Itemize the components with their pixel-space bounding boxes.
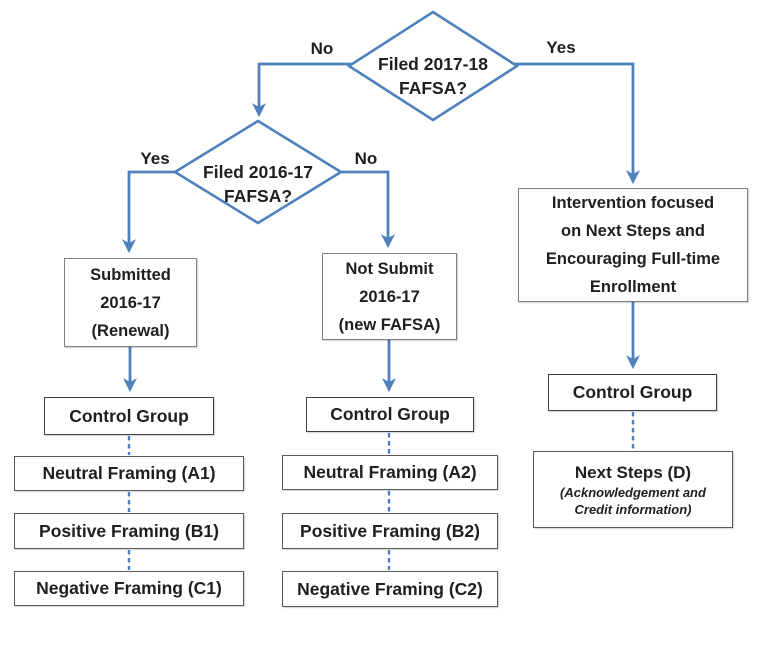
node-positive-framing-b2: Positive Framing (B2) bbox=[282, 513, 498, 549]
decision-2016-17-label: Filed 2016-17 FAFSA? bbox=[173, 160, 343, 208]
node-notsubmit-line3: (new FAFSA) bbox=[338, 315, 441, 334]
edge-label-yes-mid: Yes bbox=[140, 149, 170, 168]
next-steps-sub-line1: (Acknowledgement and bbox=[560, 485, 706, 500]
next-steps-sub-line2: Credit information) bbox=[574, 502, 692, 517]
node-intervention-line2: on Next Steps and bbox=[561, 222, 705, 240]
node-intervention-line1: Intervention focused bbox=[551, 194, 715, 212]
node-intervention-line4: Enrollment bbox=[589, 278, 677, 296]
node-submitted-line3: (Renewal) bbox=[91, 321, 170, 340]
node-intervention-line3: Encouraging Full-time bbox=[545, 250, 721, 268]
node-control-group-renewal: Control Group bbox=[44, 397, 214, 435]
decision-diamond-2016-17 bbox=[172, 119, 344, 225]
connector-no-to-decision2 bbox=[252, 62, 351, 118]
node-neutral-framing-a1: Neutral Framing (A1) bbox=[14, 456, 244, 491]
node-negative-framing-c1: Negative Framing (C1) bbox=[14, 571, 244, 606]
connector-no-to-notsubmit bbox=[338, 170, 395, 249]
next-steps-title: Next Steps (D) bbox=[574, 463, 692, 482]
edge-label-no-top: No bbox=[310, 39, 334, 58]
decision-2016-17-line2: FAFSA? bbox=[223, 186, 293, 206]
node-submitted-line2: 2016-17 bbox=[100, 293, 161, 312]
connector-yes-to-submitted bbox=[122, 170, 178, 254]
node-notsubmit-line1: Not Submit bbox=[345, 259, 434, 278]
node-control-group-filed: Control Group bbox=[548, 374, 717, 411]
connector-yes-to-intervention bbox=[512, 62, 640, 185]
node-notsubmit-line2: 2016-17 bbox=[359, 287, 420, 306]
decision-2017-18-label: Filed 2017-18 FAFSA? bbox=[348, 52, 518, 100]
node-next-steps-d: Next Steps (D) (Acknowledgement and Cred… bbox=[533, 451, 733, 528]
decision-diamond-2017-18 bbox=[346, 10, 520, 122]
node-not-submit-new-fafsa: Not Submit 2016-17 (new FAFSA) bbox=[322, 253, 457, 340]
edge-label-yes-top: Yes bbox=[546, 38, 576, 57]
decision-2016-17-line1: Filed 2016-17 bbox=[203, 162, 313, 182]
node-submitted-renewal: Submitted 2016-17 (Renewal) bbox=[64, 258, 197, 347]
node-intervention-next-steps: Intervention focused on Next Steps and E… bbox=[518, 188, 748, 302]
decision-2017-18-line1: Filed 2017-18 bbox=[378, 54, 488, 74]
node-neutral-framing-a2: Neutral Framing (A2) bbox=[282, 455, 498, 490]
edge-label-no-mid: No bbox=[354, 149, 378, 168]
node-positive-framing-b1: Positive Framing (B1) bbox=[14, 513, 244, 549]
node-control-group-new-fafsa: Control Group bbox=[306, 397, 474, 432]
node-submitted-line1: Submitted bbox=[90, 265, 171, 284]
decision-2017-18-line2: FAFSA? bbox=[398, 78, 468, 98]
node-negative-framing-c2: Negative Framing (C2) bbox=[282, 571, 498, 607]
